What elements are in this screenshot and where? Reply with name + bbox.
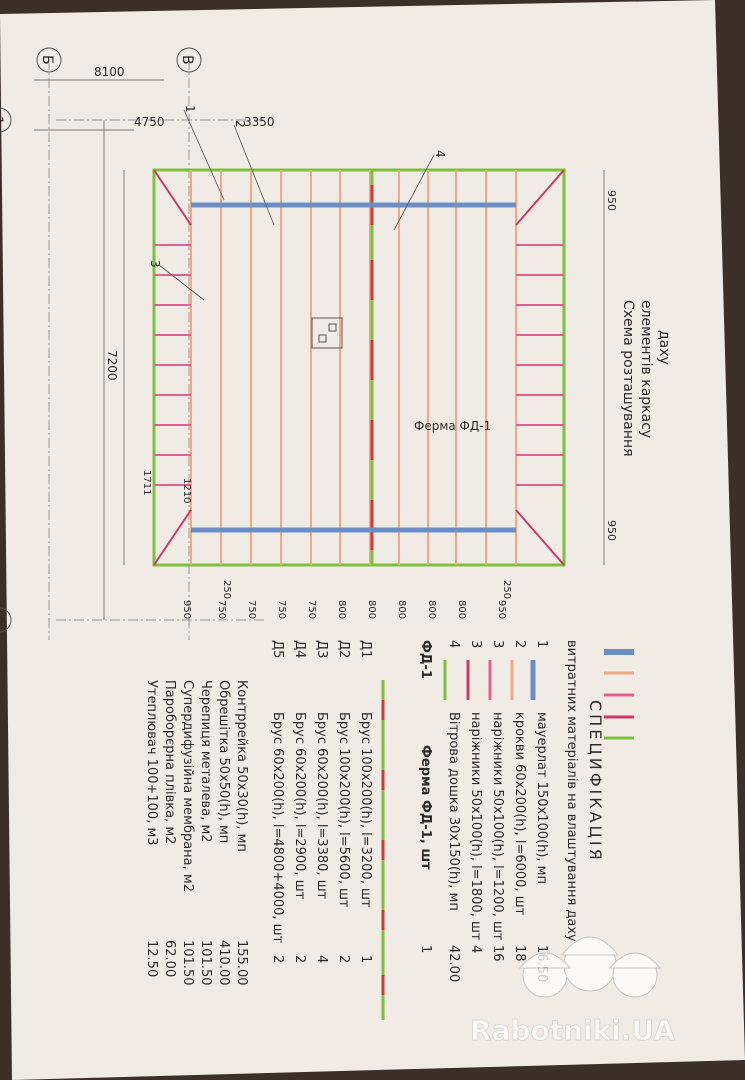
material-2-qty: 410.00 bbox=[216, 940, 231, 986]
material-5-text: Пароборєрна плівка, м2 bbox=[162, 680, 177, 844]
svg-text:750: 750 bbox=[246, 600, 257, 619]
axis-bubble-2 bbox=[0, 607, 12, 633]
material-2-text: Обрешітка 50х50(h), мп bbox=[216, 680, 231, 843]
spec-row-4-text: наріжники 50х100(h), l=1800, шт bbox=[468, 712, 483, 941]
truss-row-4-text: Брус 60х200(h), l=2900, шт bbox=[292, 712, 307, 900]
truss-row-2-code: Д2 bbox=[336, 640, 351, 658]
truss-row-5-qty: 2 bbox=[270, 955, 285, 963]
watermark: Rabotniki.UA bbox=[470, 936, 676, 1047]
material-1-text: Контррейка 50х30(h), мп bbox=[234, 680, 249, 852]
svg-text:800: 800 bbox=[456, 600, 467, 619]
spec-row-4-qty: 4 bbox=[468, 945, 483, 953]
truss-row-5-code: Д5 bbox=[270, 640, 285, 658]
spec-row-5-num: 4 bbox=[446, 640, 461, 648]
svg-text:800: 800 bbox=[426, 600, 437, 619]
svg-text:800: 800 bbox=[366, 600, 377, 619]
spec-row-2-num: 2 bbox=[512, 640, 527, 648]
jack-rafters bbox=[154, 244, 564, 486]
material-6-qty: 12.50 bbox=[144, 940, 159, 977]
material-1-qty: 155.00 bbox=[234, 940, 249, 986]
truss-row-1-code: Д1 bbox=[358, 640, 373, 658]
dim-height: 7200 bbox=[105, 350, 119, 381]
spec-heading: СПЕЦИФІКАЦІЯ bbox=[586, 700, 605, 863]
truss-title: Ферма ФД-1, шт bbox=[418, 745, 433, 870]
truss-row-4-code: Д4 bbox=[292, 640, 307, 658]
spec-subheading: витратних матеріалів на влаштування даху bbox=[564, 640, 579, 942]
legend-lines bbox=[443, 660, 536, 700]
mauerlat-beams bbox=[191, 202, 516, 533]
material-6-text: Утеплювач 100+100, м3 bbox=[144, 680, 159, 846]
spec-row-4-num: 3 bbox=[468, 640, 483, 648]
roof-outline bbox=[152, 168, 566, 567]
truss-code: ФД-1 bbox=[418, 640, 433, 679]
dim-top-offset: 950 bbox=[605, 190, 618, 211]
callout-1: 1 bbox=[183, 105, 197, 113]
rafters bbox=[190, 170, 517, 565]
dim-left-part: 4750 bbox=[134, 115, 165, 129]
svg-text:800: 800 bbox=[336, 600, 347, 619]
truss-row-3-code: Д3 bbox=[314, 640, 329, 658]
hip-rafters bbox=[153, 169, 565, 566]
truss-row-4-qty: 2 bbox=[292, 955, 307, 963]
spec-row-5-qty: 42.00 bbox=[446, 945, 461, 982]
spec-table: СПЕЦИФІКАЦІЯ витратних матеріалів на вла… bbox=[144, 640, 605, 1020]
dim-bottom-offset: 950 bbox=[605, 520, 618, 541]
truss-row-2-text: Брус 100х200(h), l=5600, шт bbox=[336, 712, 351, 908]
truss-row-3-text: Брус 60х200(h), l=3380, шт bbox=[314, 712, 329, 900]
spec-row-3-num: 3 bbox=[490, 640, 505, 648]
spec-row-2-qty: 18 bbox=[512, 945, 527, 962]
axis-bubble-v bbox=[176, 47, 202, 73]
truss-count: 1 bbox=[418, 945, 433, 953]
truss-row-1-text: Брус 100х200(h), l=3200, шт bbox=[358, 712, 373, 908]
truss-label: Ферма ФД-1 bbox=[414, 419, 491, 433]
axis-v: В bbox=[179, 55, 195, 65]
truss-row-2-qty: 2 bbox=[336, 955, 351, 963]
dim-inner: 1210 bbox=[181, 478, 192, 503]
spec-row-1-num: 1 bbox=[534, 640, 549, 648]
svg-text:750: 750 bbox=[306, 600, 317, 619]
spec-row-5-text: Вітрова дошка 30х150(h), мп bbox=[446, 712, 461, 911]
material-4-qty: 101.50 bbox=[180, 940, 195, 986]
truss-row-3-qty: 4 bbox=[314, 955, 329, 963]
spec-row-2-text: крокви 60х200(h), l=6000, шт bbox=[512, 712, 527, 916]
plan-title-line-3: даху bbox=[656, 330, 672, 365]
callout-3: 3 bbox=[148, 260, 162, 268]
material-3-text: Черепиця металева, м2 bbox=[198, 680, 213, 843]
svg-text:800: 800 bbox=[396, 600, 407, 619]
callout-2: 2 bbox=[233, 120, 247, 128]
dim-right-part: 3350 bbox=[244, 115, 275, 129]
chimney-icon bbox=[311, 317, 343, 349]
spec-row-1-text: мауерлат 150х100(h), мп bbox=[534, 712, 549, 884]
svg-text:950: 950 bbox=[496, 600, 507, 619]
spec-row-3-text: наріжники 50х100(h), l=1200, шт bbox=[490, 712, 505, 941]
axis-1: 1 bbox=[0, 116, 5, 125]
plan-title-line-1: Схема розташування bbox=[620, 300, 636, 457]
dim-small-left: 250 bbox=[221, 580, 232, 599]
svg-text:950: 950 bbox=[181, 600, 192, 619]
spec-rows bbox=[604, 649, 634, 740]
axis-2: 2 bbox=[0, 616, 5, 625]
rotated-drawing: В Б 1 2 8100 4750 3350 7200 950 950 1711… bbox=[0, 47, 672, 740]
roof-plan: В Б 1 2 8100 4750 3350 7200 950 950 1711… bbox=[0, 47, 672, 640]
plan-title-line-2: елементів каркасу bbox=[638, 300, 654, 438]
dim-total-width: 8100 bbox=[94, 65, 125, 79]
dim-small-right: 250 bbox=[501, 580, 512, 599]
watermark-text: Rabotniki.UA bbox=[470, 1014, 675, 1047]
svg-text:750: 750 bbox=[276, 600, 287, 619]
truss-row-5-text: Брус 60х200(h), l=4800+4000, шт bbox=[270, 712, 285, 944]
material-4-text: Супердифузійна мембрана, м2 bbox=[180, 680, 195, 892]
axis-b: Б bbox=[39, 55, 55, 65]
worker-helmets-icon bbox=[518, 936, 662, 998]
axis-bubble-b bbox=[36, 47, 62, 73]
dim-hip: 1711 bbox=[141, 470, 152, 495]
material-3-qty: 101.50 bbox=[198, 940, 213, 986]
material-5-qty: 62.00 bbox=[162, 940, 177, 977]
bottom-dim-chain: 950 750 750 750 750 800 800 800 800 800 … bbox=[181, 600, 507, 619]
truss-row-1-qty: 1 bbox=[358, 955, 373, 963]
callout-4: 4 bbox=[433, 150, 447, 158]
spec-row-3-qty: 16 bbox=[490, 945, 505, 962]
axis-bubble-1 bbox=[0, 107, 12, 133]
svg-text:750: 750 bbox=[216, 600, 227, 619]
